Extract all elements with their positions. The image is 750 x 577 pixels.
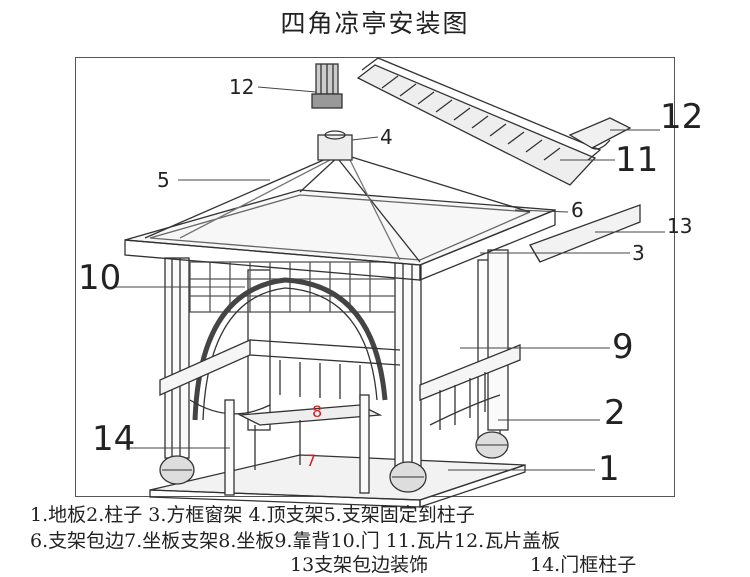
callout-10: 10 (78, 258, 122, 298)
callout-12: 12 (660, 97, 704, 137)
legend-line-2: 6.支架包边7.坐板支架8.坐板9.靠背10.门 11.瓦片12.瓦片盖板 (30, 530, 561, 552)
callout-3: 3 (632, 241, 645, 265)
callout-1: 1 (598, 449, 620, 489)
legend-line-3a: 13支架包边装饰 (290, 554, 429, 576)
door-arch (192, 277, 388, 421)
callout-9: 9 (612, 327, 634, 367)
callout-12-top: 12 (229, 75, 255, 99)
leader-lines (115, 86, 665, 471)
floor-part (149, 454, 526, 508)
callout-14: 14 (92, 419, 136, 459)
bench-backrest (159, 338, 521, 430)
finial-top (311, 63, 343, 109)
callout-8: 8 (312, 402, 323, 421)
tile-cover (568, 117, 632, 150)
legend-line-1: 1.地板2.柱子 3.方框窗架 4.顶支架5.支架固定到柱子 (30, 504, 475, 526)
callout-5: 5 (157, 168, 170, 192)
callout-4: 4 (380, 125, 393, 149)
callout-2: 2 (604, 393, 626, 433)
roof-frame (124, 130, 556, 281)
callout-6: 6 (571, 198, 584, 222)
callout-11: 11 (615, 140, 659, 180)
callout-7: 7 (306, 451, 317, 470)
diagram-title: 四角凉亭安装图 (280, 9, 470, 38)
callout-13: 13 (667, 214, 693, 238)
pillar-bases (159, 431, 509, 493)
seat-board (237, 404, 383, 470)
tile-panel (356, 57, 602, 186)
legend-line-3b: 14.门框柱子 (530, 554, 637, 576)
